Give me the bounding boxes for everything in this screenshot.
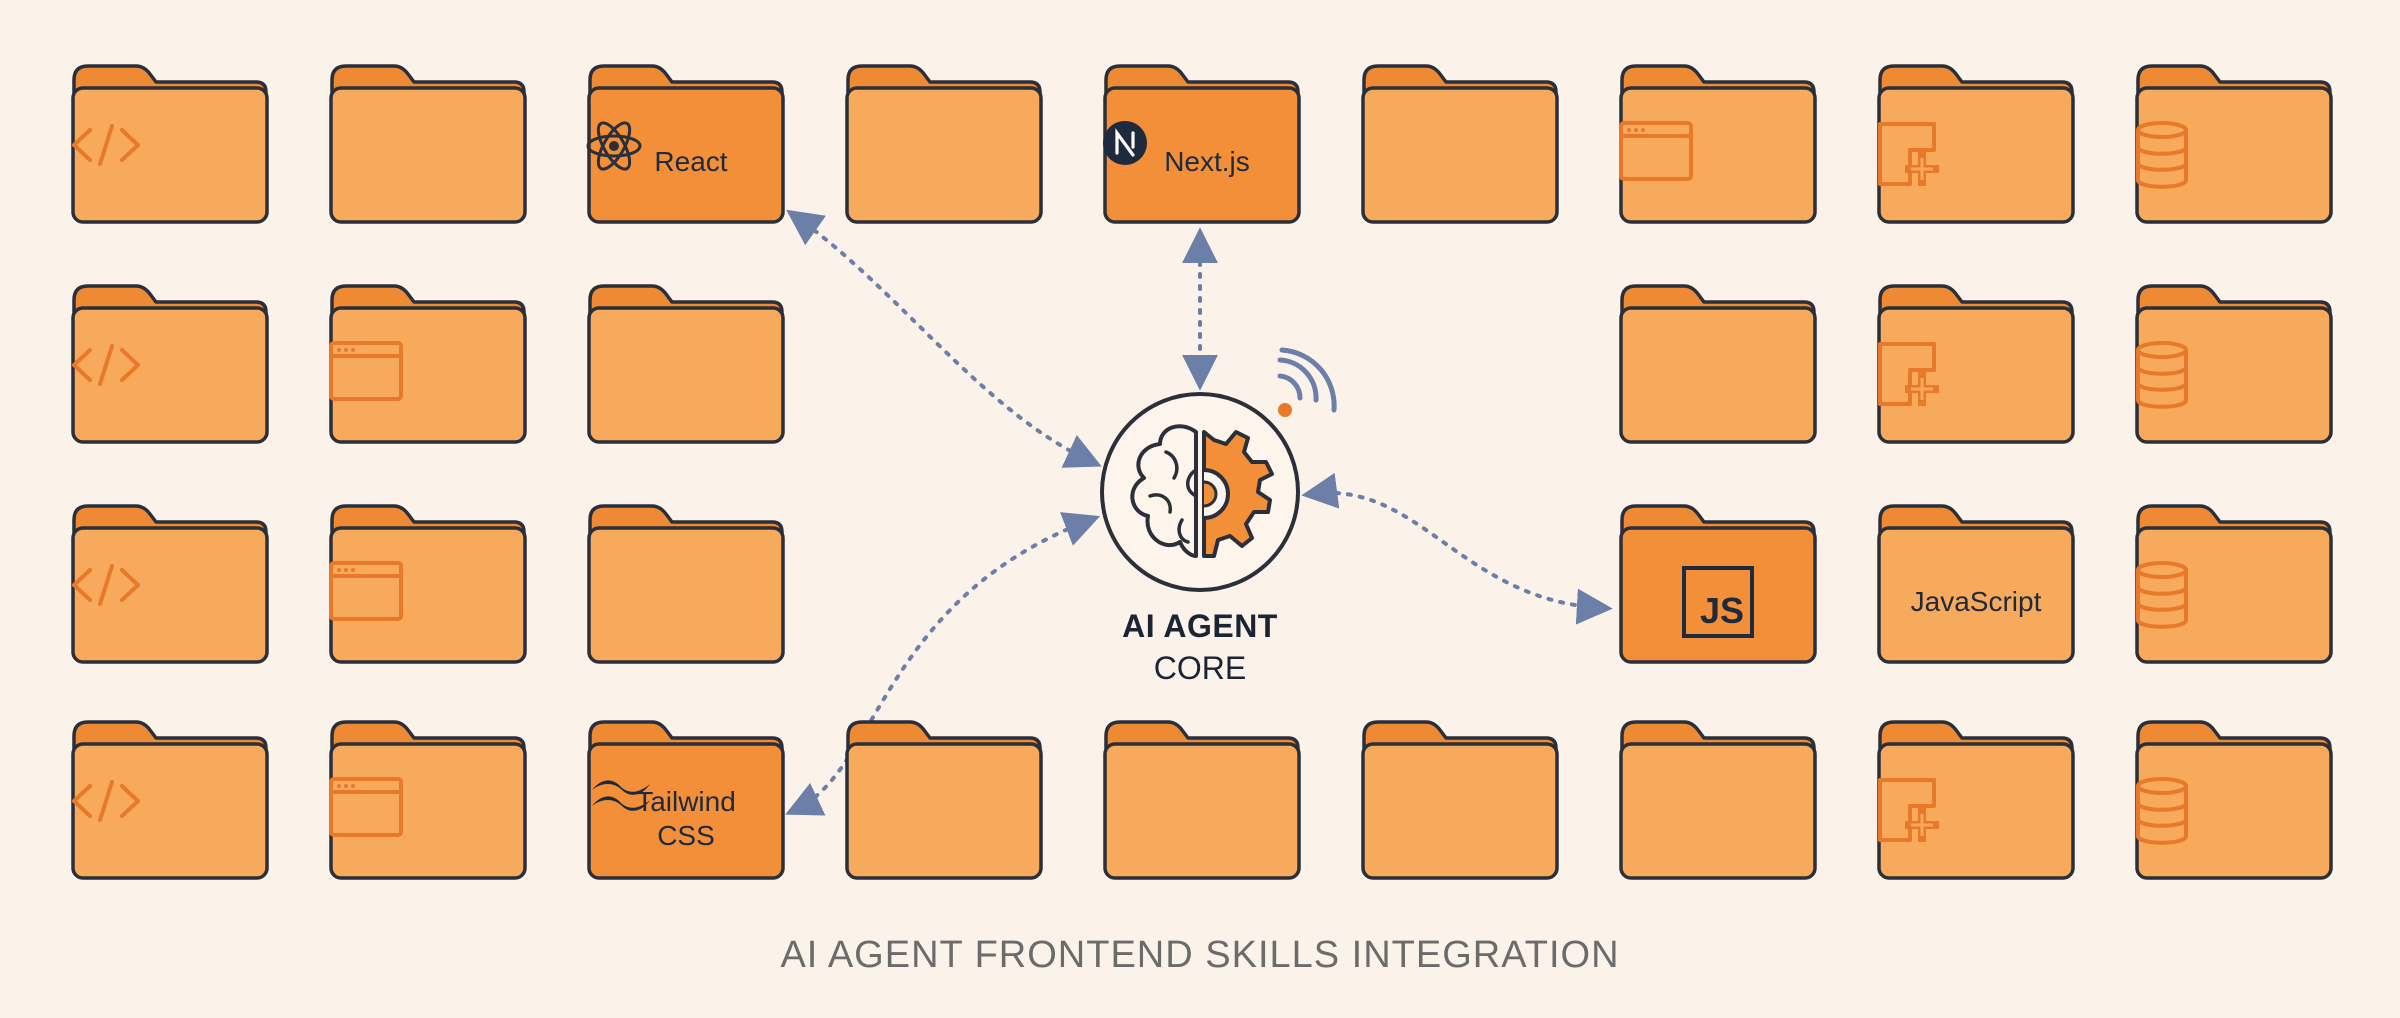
ai-agent-core: [1100, 347, 1337, 592]
database-icon: [2134, 560, 2334, 644]
folder[interactable]: [70, 502, 270, 666]
database-icon: [2134, 776, 2334, 860]
folder-label-line1: Tailwind: [636, 786, 736, 817]
folder[interactable]: [1876, 718, 2076, 882]
code-icon: [70, 120, 270, 204]
browser-window-icon: [328, 776, 528, 860]
core-subtitle: CORE: [1153, 650, 1247, 686]
core-title: AI AGENT: [1122, 608, 1278, 644]
browser-window-icon: [328, 340, 528, 424]
folder-react[interactable]: React: [586, 62, 786, 226]
folder[interactable]: [1876, 62, 2076, 226]
code-icon: [70, 776, 270, 860]
folder-label: Next.js: [1164, 146, 1250, 177]
folder[interactable]: [70, 718, 270, 882]
folder[interactable]: [844, 718, 1044, 882]
code-icon: [70, 560, 270, 644]
folder[interactable]: [586, 502, 786, 666]
connector-react: [786, 209, 1102, 468]
folder[interactable]: [328, 282, 528, 446]
document-plus-icon: [1876, 340, 2076, 424]
folder[interactable]: [2134, 62, 2334, 226]
folder[interactable]: [1102, 718, 1302, 882]
folder-label: JS: [1699, 590, 1744, 631]
document-plus-icon: [1876, 776, 2076, 860]
folder[interactable]: [1876, 282, 2076, 446]
database-icon: [2134, 340, 2334, 424]
js-badge-icon: JS: [1682, 566, 1754, 638]
diagram-caption: AI AGENT FRONTEND SKILLS INTEGRATION: [780, 934, 1620, 976]
folder-label: JavaScript: [1910, 586, 2042, 617]
folder-label: React: [654, 146, 728, 177]
connector-js: [1301, 472, 1613, 625]
folder[interactable]: [1360, 62, 1560, 226]
folder[interactable]: [328, 502, 528, 666]
folder[interactable]: [70, 62, 270, 226]
folder[interactable]: [328, 718, 528, 882]
brain-gear-icon: [1130, 424, 1274, 558]
document-plus-icon: [1876, 120, 2076, 204]
folder-javascript[interactable]: JavaScript: [1876, 502, 2076, 666]
folder[interactable]: [586, 282, 786, 446]
folder[interactable]: [844, 62, 1044, 226]
browser-window-icon: [1618, 120, 1818, 204]
signal-icon: [1277, 347, 1337, 417]
database-icon: [2134, 120, 2334, 204]
folder[interactable]: [328, 62, 528, 226]
folder-label-line2: CSS: [657, 820, 715, 851]
connector-tailwind: [785, 512, 1101, 816]
folder[interactable]: [70, 282, 270, 446]
folder[interactable]: [2134, 718, 2334, 882]
folder[interactable]: [1618, 62, 1818, 226]
folder[interactable]: [1360, 718, 1560, 882]
folder-js[interactable]: JS: [1618, 502, 1818, 666]
folder[interactable]: [1618, 718, 1818, 882]
folder[interactable]: [1618, 282, 1818, 446]
folder[interactable]: [2134, 502, 2334, 666]
browser-window-icon: [328, 560, 528, 644]
folder[interactable]: [2134, 282, 2334, 446]
code-icon: [70, 340, 270, 424]
folder-nextjs[interactable]: Next.js: [1102, 62, 1302, 226]
